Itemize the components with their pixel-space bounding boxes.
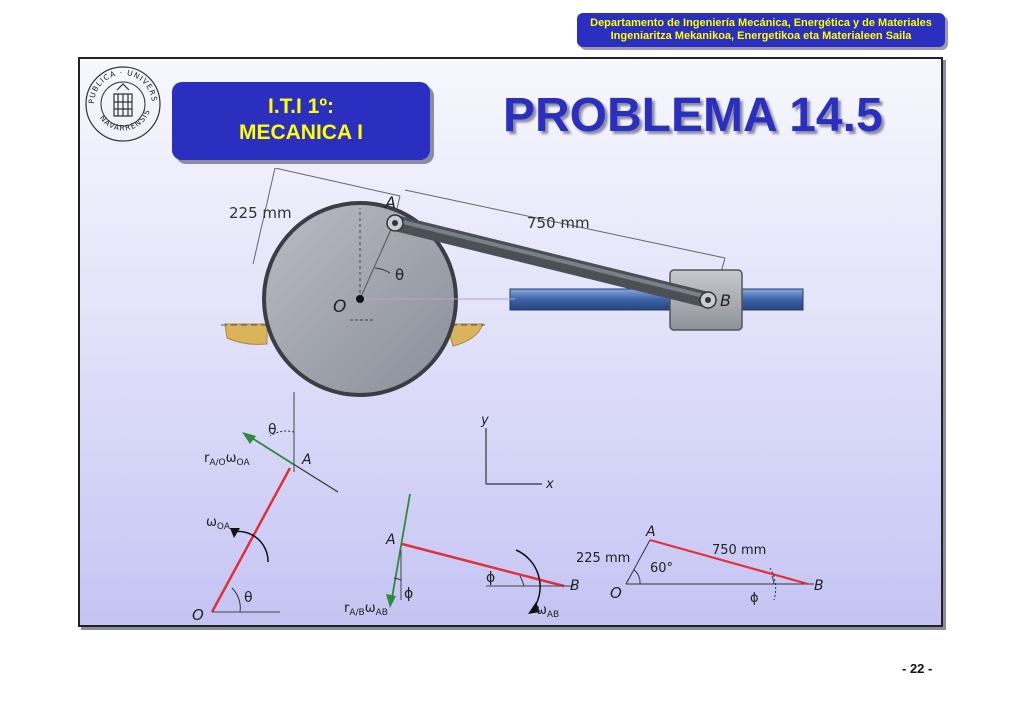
rod-phi-left-label: ϕ	[404, 586, 413, 602]
rod-vector-diagram: A ϕ ϕ B ωAB rA/BωAB	[344, 493, 580, 620]
svg-text:NAVARRENSIS: NAVARRENSIS	[98, 108, 152, 133]
rod-point-b-label: B	[570, 578, 580, 594]
triangle-point-o-label: O	[610, 584, 622, 602]
triangle-dim-right: 750 mm	[712, 543, 766, 558]
course-line1: I.T.I 1º:	[267, 95, 334, 118]
mechanism-figure: 225 mm 750 mm θ A B O	[221, 168, 804, 397]
radius-dimension-label: 225 mm	[229, 204, 292, 222]
seal-emblem	[113, 83, 133, 117]
page-title: PROBLEMA 14.5	[503, 89, 883, 142]
crank-omega-label: ωOA	[206, 515, 231, 532]
rod-member	[401, 542, 565, 588]
y-axis-label: y	[480, 413, 489, 428]
crank-point-a-label: A	[301, 452, 312, 468]
page-number: - 22 -	[902, 661, 933, 676]
triangle-angle-label: 60°	[650, 561, 673, 576]
seal-text-bottom: NAVARRENSIS	[98, 108, 151, 133]
pin-o	[356, 295, 364, 303]
rod-phi-right-label: ϕ	[486, 570, 495, 586]
crank-point-o-label: O	[192, 606, 204, 624]
triangle-point-b-label: B	[814, 578, 824, 594]
point-a-label: A	[384, 193, 396, 212]
connecting-rod	[387, 215, 716, 308]
svg-text:PUBLICA · UNIVERSITAS: PUBLICA · UNIVERSITAS	[84, 64, 159, 104]
crank-vector-diagram: θ rA/OωOA A ωOA θ O	[192, 392, 339, 624]
course-line2: MECANICA I	[238, 121, 364, 144]
xy-axes: y x	[480, 413, 554, 492]
triangle-phi-label: ϕ	[750, 591, 759, 606]
rod-point-a-label: A	[385, 532, 396, 548]
point-b-label: B	[720, 291, 731, 310]
crank-theta-top-label: θ	[268, 422, 277, 438]
rod-velocity-label: rA/BωAB	[344, 601, 388, 618]
ground-right	[446, 323, 484, 347]
seal-text-top: PUBLICA · UNIVERSITAS	[84, 64, 158, 104]
university-seal-logo: PUBLICA · UNIVERSITAS NAVARRENSIS	[84, 64, 161, 142]
department-name-es: Departamento de Ingeniería Mecánica, Ene…	[590, 17, 932, 29]
department-name-eu: Ingeniaritza Mekanikoa, Energetikoa eta …	[610, 30, 912, 42]
triangle-geometry-diagram: A B O 225 mm 750 mm 60° ϕ	[576, 524, 824, 606]
course-badge: I.T.I 1º: MECANICA I	[172, 82, 430, 160]
x-axis-label: x	[545, 477, 554, 492]
crank-theta-bottom-label: θ	[244, 590, 253, 606]
crank-member	[210, 467, 292, 613]
theta-label: θ	[395, 266, 404, 284]
crank-velocity-label: rA/OωOA	[204, 451, 250, 468]
department-header: Departamento de Ingeniería Mecánica, Ene…	[577, 13, 945, 47]
ground-left	[224, 323, 268, 345]
triangle-rod	[649, 538, 809, 586]
rod-omega-label: ωAB	[536, 603, 559, 620]
triangle-point-a-label: A	[645, 524, 656, 540]
point-o-label: O	[333, 297, 346, 317]
triangle-dim-left: 225 mm	[576, 551, 630, 566]
rod-dimension-label: 750 mm	[527, 214, 590, 232]
